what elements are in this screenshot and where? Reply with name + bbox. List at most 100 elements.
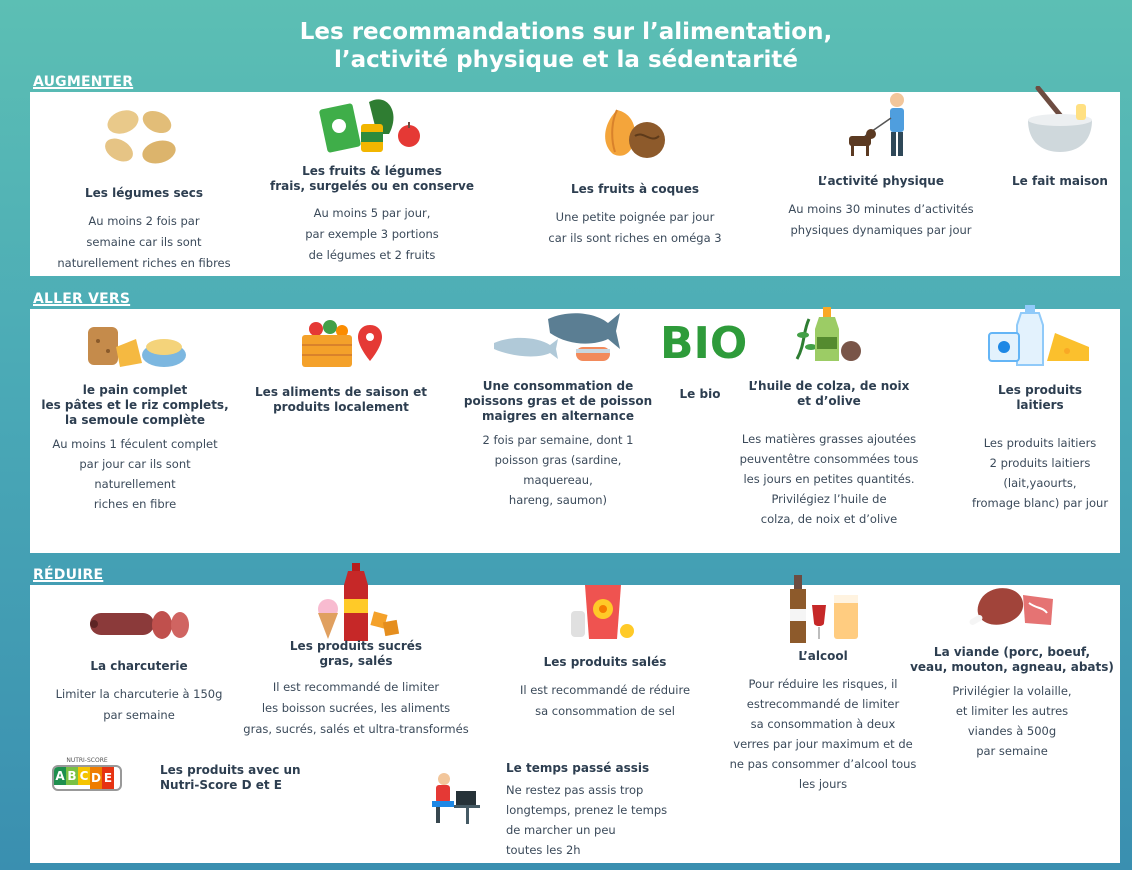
item-poissons: Une consommation de poissons gras et de … [450, 309, 666, 510]
item-heading-line: Les fruits & légumes [302, 164, 442, 178]
item-fruits-legumes: Les fruits & légumes frais, surgelés ou … [252, 92, 492, 266]
item-text-line: par semaine [976, 744, 1048, 758]
item-heading: Le fait maison [1012, 174, 1108, 188]
item-text-line: Il est recommandé de limiter [272, 680, 440, 694]
item-heading: Le temps passé assis [506, 761, 650, 775]
item-activite-physique: L’activité physique Au moins 30 minutes … [766, 92, 996, 241]
item-charcuterie: La charcuterie Limiter la charcuterie à … [30, 585, 248, 726]
nutri-score-heading: Les produits avec un Nutri-Score D et E [160, 763, 360, 793]
item-text-line: car ils sont riches en oméga 3 [548, 231, 722, 245]
item-fait-maison: Le fait maison [1000, 85, 1120, 189]
dairy-products-icon [985, 303, 1095, 367]
oil-bottle-icon [789, 305, 869, 365]
nutri-score-letter-c: C [78, 767, 90, 785]
item-text-line: viandes à 500g [967, 724, 1057, 738]
item-text-line: naturellement [94, 477, 176, 491]
item-text-line: naturellement riches en fibres [57, 256, 231, 270]
poster-title-line-1: Les recommandations sur l’alimentation, [299, 19, 833, 45]
item-text-line: Il est recommandé de réduire [519, 683, 691, 697]
section-label-aller-vers: ALLER VERS [33, 291, 131, 307]
item-produits-sales: Les produits salés Il est recommandé de … [488, 585, 722, 722]
item-text-line: les jours [798, 777, 848, 791]
item-text-line: estrecommandé de limiter [746, 697, 900, 711]
nuts-icon [595, 100, 675, 168]
item-heading-line: poissons gras et de poisson [463, 394, 653, 408]
item-text-line: Au moins 30 minutes d’activités [788, 202, 974, 216]
item-text-line: toutes les 2h [506, 843, 581, 857]
item-heading-line: le pain complet [82, 383, 188, 397]
item-heading: La charcuterie [90, 659, 188, 673]
chips-salt-icon [565, 581, 645, 641]
item-text-line: gras, sucrés, salés et ultra-transformés [243, 722, 469, 736]
item-text-line: les jours en petites quantités. [743, 472, 915, 486]
item-pain-complet: le pain complet les pâtes et le riz comp… [30, 309, 240, 514]
walking-dog-icon [841, 92, 921, 164]
soda-icecream-icon [306, 563, 406, 641]
item-text-line: maquereau, [523, 473, 593, 487]
alcohol-icon [778, 575, 868, 643]
item-heading: L’alcool [798, 649, 848, 663]
section-label-reduire: RÉDUIRE [33, 567, 104, 583]
item-heading: Les fruits à coques [570, 182, 699, 196]
item-text-line: semaine car ils sont [86, 235, 202, 249]
panel-reduire: La charcuterie Limiter la charcuterie à … [30, 563, 1120, 863]
item-text-line: fromage blanc) par jour [971, 496, 1109, 510]
nutri-score-letter-d: D [90, 767, 102, 789]
section-label-augmenter: AUGMENTER [33, 74, 134, 90]
item-text-line: Au moins 1 féculent complet [52, 437, 218, 451]
nutri-score-letter-a: A [54, 767, 66, 785]
item-text-line: hareng, saumon) [508, 493, 608, 507]
item-text-line: Ne restez pas assis trop [506, 783, 644, 797]
item-text-line: par exemple 3 portions [305, 227, 439, 241]
item-viande: La viande (porc, boeuf, veau, mouton, ag… [904, 585, 1120, 761]
fruits-vegetables-icon [317, 94, 427, 162]
item-text-line: Une petite poignée par jour [555, 210, 715, 224]
item-heading: Les produits salés [543, 655, 667, 669]
panel-augmenter: Les légumes secs Au moins 2 fois par sem… [30, 85, 1120, 276]
item-heading-line: La viande (porc, boeuf, [933, 645, 1091, 659]
item-text-line: 2 fois par semaine, dont 1 [482, 433, 634, 447]
item-text-line: ne pas consommer d’alcool tous [729, 757, 917, 771]
item-text-line: et limiter les autres [955, 704, 1069, 718]
nutri-score-caption: NUTRI-SCORE [66, 757, 108, 764]
item-text-line: poisson gras (sardine, [494, 453, 622, 467]
item-heading-line: et d’olive [797, 394, 861, 408]
item-heading-line: L’huile de colza, de noix [748, 379, 910, 393]
item-text-line: Privilégier la volaille, [952, 684, 1072, 698]
item-produits-laitiers: Les produits laitiers Les produits laiti… [960, 305, 1120, 513]
item-text-line: Pour réduire les risques, il [748, 677, 898, 691]
mixing-bowl-icon [1020, 85, 1100, 158]
item-text-line: de légumes et 2 fruits [308, 248, 436, 262]
item-fruits-a-coques: Les fruits à coques Une petite poignée p… [522, 92, 748, 249]
item-text-line: Au moins 2 fois par [88, 214, 200, 228]
item-heading-line: maigres en alternance [482, 409, 634, 423]
item-text-line: Les matières grasses ajoutées [741, 432, 917, 446]
item-text-line: Les produits laitiers [983, 436, 1097, 450]
bread-pasta-icon [80, 319, 190, 373]
item-text-line: Au moins 5 par jour, [313, 206, 431, 220]
item-heading-line: Une consommation de [482, 379, 634, 393]
item-heading-line: Les produits [998, 383, 1082, 397]
panel-aller-vers: le pain complet les pâtes et le riz comp… [30, 305, 1120, 553]
item-text-line: de marcher un peu [506, 823, 616, 837]
item-text-line: par jour car ils sont [79, 457, 191, 471]
item-heading-line: les pâtes et le riz complets, [41, 398, 229, 412]
sausage-icon [84, 601, 194, 645]
desk-sitting-icon [422, 769, 482, 829]
item-heading-line: gras, salés [319, 654, 393, 668]
item-heading-line: veau, mouton, agneau, abats) [910, 660, 1114, 674]
item-text-line: colza, de noix et d’olive [760, 512, 898, 526]
item-text-line: Privilégiez l’huile de [771, 492, 887, 506]
item-produits-sucres: Les produits sucrés gras, salés Il est r… [216, 563, 496, 740]
item-text-line: longtemps, prenez le temps [506, 803, 668, 817]
item-text-line: sa consommation de sel [535, 704, 675, 718]
item-text-line: verres par jour maximum et de [733, 737, 913, 751]
item-aliments-de-saison: Les aliments de saison et produits local… [242, 309, 440, 415]
nutri-score-letter-b: B [66, 767, 78, 785]
item-text-line: physiques dynamiques par jour [790, 223, 972, 237]
basket-location-icon [296, 315, 386, 371]
item-heading: Le bio [679, 387, 721, 401]
